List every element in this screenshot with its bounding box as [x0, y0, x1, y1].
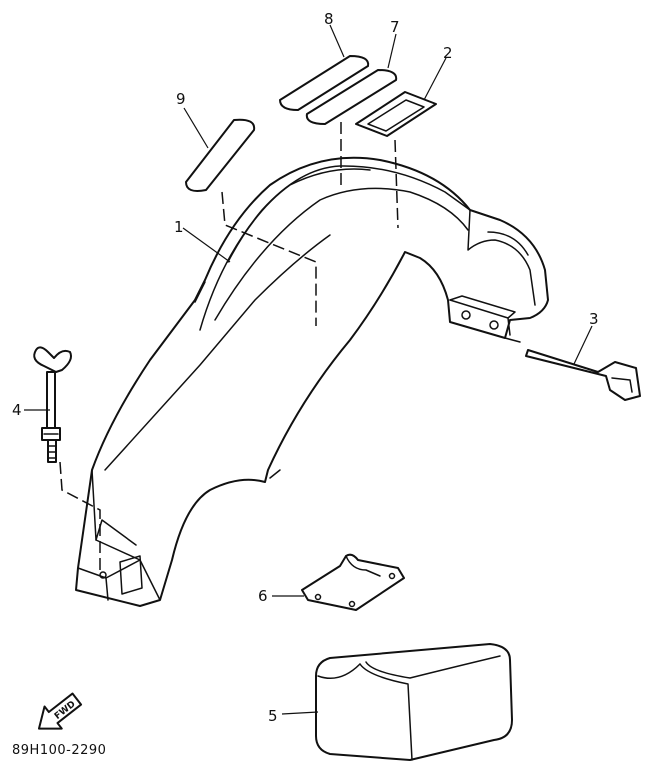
callout-8: 8: [324, 10, 334, 28]
part-5-box: [315, 643, 513, 761]
callout-6: 6: [258, 587, 268, 605]
callout-3: 3: [589, 310, 599, 328]
drawing-code: 89H100-2290: [12, 743, 106, 758]
part-8-decal: [279, 55, 370, 111]
part-3-rod: [525, 349, 641, 401]
callout-2: 2: [443, 44, 453, 62]
assembly-lines: [59, 122, 399, 575]
callout-9: 9: [176, 90, 186, 108]
body-outline: [75, 156, 549, 607]
fwd-arrow-icon: FWD: [37, 692, 83, 730]
callout-5: 5: [268, 707, 278, 725]
part-1-body: [75, 156, 549, 607]
callout-1: 1: [174, 218, 184, 236]
part-2-plate: [355, 91, 437, 137]
callout-4: 4: [12, 401, 22, 419]
leader-lines: [24, 24, 593, 715]
part-9-decal: [185, 118, 256, 192]
part-7-decal: [305, 69, 398, 125]
part-4-wing-bolt: [33, 346, 72, 463]
callout-7: 7: [390, 18, 400, 36]
part-6-bracket: [301, 553, 405, 611]
callout-labels: 1 2 3 4 5 6 7 8 9: [12, 10, 599, 725]
